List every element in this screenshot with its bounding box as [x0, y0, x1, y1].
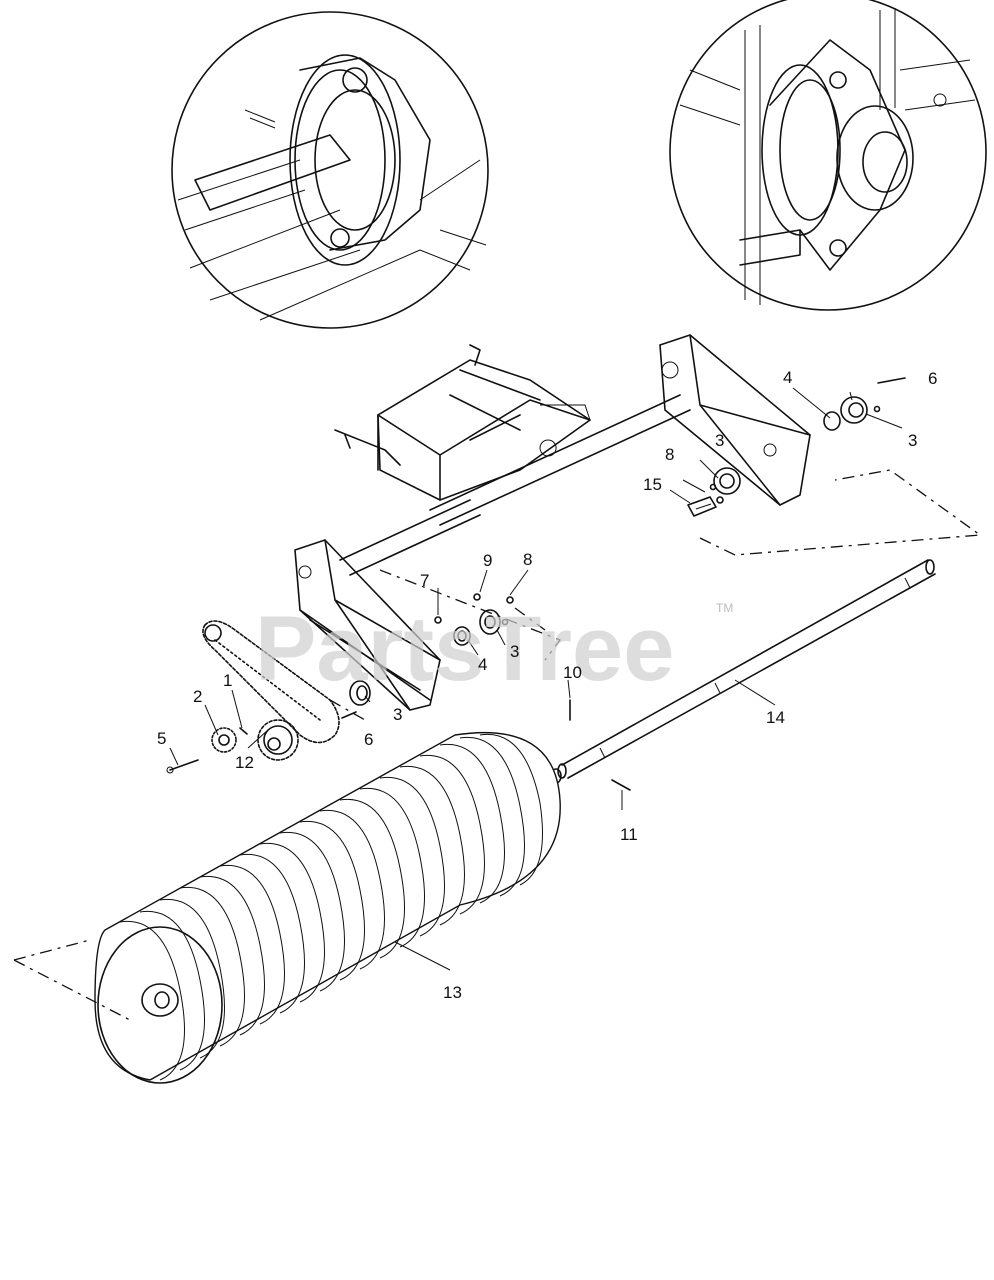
- callout-13: 13: [443, 983, 462, 1002]
- detail-view-left: [171, 11, 489, 329]
- callout-9: 9: [483, 551, 492, 570]
- callout-3-right-upper: 3: [908, 431, 917, 450]
- callout-3-right-lower: 3: [715, 431, 724, 450]
- callout-15: 15: [643, 475, 662, 494]
- callout-6-right: 6: [928, 369, 937, 388]
- callout-10: 10: [563, 663, 582, 682]
- roller-drum: [94, 731, 561, 1084]
- watermark-text: PartsTree: [255, 598, 674, 700]
- callout-11: 11: [620, 825, 638, 844]
- watermark: PartsTree TM: [255, 598, 733, 700]
- callout-1: 1: [223, 671, 232, 690]
- callout-12: 12: [235, 753, 254, 772]
- callout-8-left: 8: [523, 550, 532, 569]
- callout-3-left-upper: 3: [510, 642, 519, 661]
- callout-4-left: 4: [478, 655, 487, 674]
- bearing-hardware: [349, 377, 906, 791]
- callout-3-left-lower: 3: [393, 705, 402, 724]
- callout-labels: 1 2 3 3 3 3 4 4 5 6 6 7 8 8 9 10 11 12 1…: [157, 368, 937, 1002]
- callout-6-left: 6: [364, 730, 373, 749]
- alignment-lines: [13, 469, 982, 1021]
- chain-drive: [166, 620, 357, 774]
- axle-shaft: [550, 559, 936, 784]
- callout-4-right: 4: [783, 368, 792, 387]
- roller-frame-assembly: [294, 334, 811, 711]
- callout-14: 14: [766, 708, 785, 727]
- callout-7: 7: [420, 571, 429, 590]
- watermark-trademark: TM: [716, 601, 733, 615]
- callout-5: 5: [157, 729, 166, 748]
- callout-8-right: 8: [665, 445, 674, 464]
- detail-view-right: [669, 0, 987, 311]
- leader-lines: [169, 387, 903, 971]
- callout-2: 2: [193, 687, 202, 706]
